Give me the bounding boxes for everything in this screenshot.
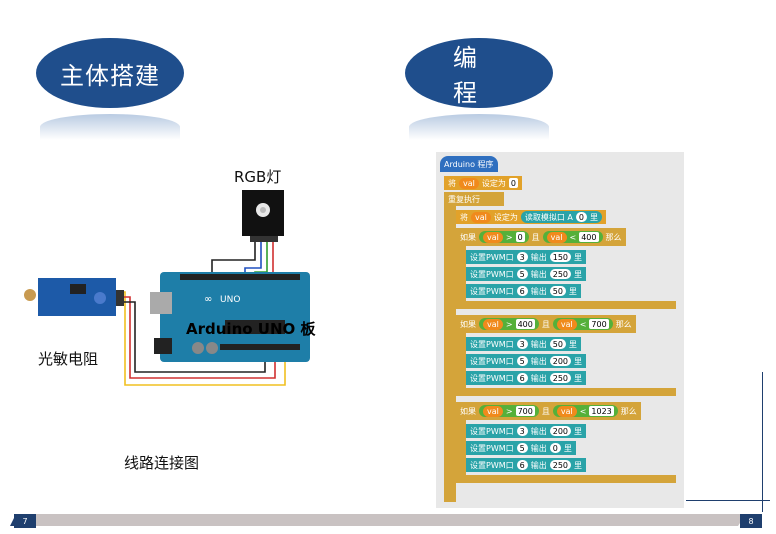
svg-text:UNO: UNO (220, 295, 240, 305)
program-title-text: 编程 (453, 44, 525, 107)
title-reflection (40, 114, 180, 140)
arduino-label: Arduino UNO 板 (186, 320, 316, 338)
footer-bar (10, 514, 746, 526)
if-block: 如果 val>700 且 val<1023 那么 (456, 402, 641, 420)
title-reflection (409, 114, 549, 140)
if-end (456, 388, 676, 396)
rgb-label: RGB灯 (234, 168, 282, 186)
loop-block: 重复执行 (444, 192, 504, 206)
section-title-build: 主体搭建 (36, 38, 184, 108)
diagram-caption: 线路连接图 (124, 454, 200, 472)
ldr-label: 光敏电阻 (38, 350, 99, 368)
section-title-program: 编程 (405, 38, 553, 108)
if-rail (456, 333, 466, 393)
ldr-module (24, 278, 124, 316)
page-number-left: 7 (14, 514, 36, 528)
if-rail (456, 246, 466, 306)
if-end (456, 475, 676, 483)
arduino-board: UNO ∞ (150, 272, 310, 362)
corner-line (762, 372, 763, 512)
svg-text:∞: ∞ (204, 294, 212, 305)
corner-line (686, 500, 770, 501)
if-rail (456, 420, 466, 480)
rgb-module (242, 190, 284, 242)
if-block: 如果 val>0 且 val<400 那么 (456, 228, 626, 246)
if-block: 如果 val>400 且 val<700 那么 (456, 315, 636, 333)
circuit-diagram: UNO ∞ (24, 190, 310, 386)
loop-rail (444, 206, 456, 502)
if-end (456, 301, 676, 309)
program-header: Arduino 程序 (440, 156, 498, 172)
page-number-right: 8 (740, 514, 762, 528)
